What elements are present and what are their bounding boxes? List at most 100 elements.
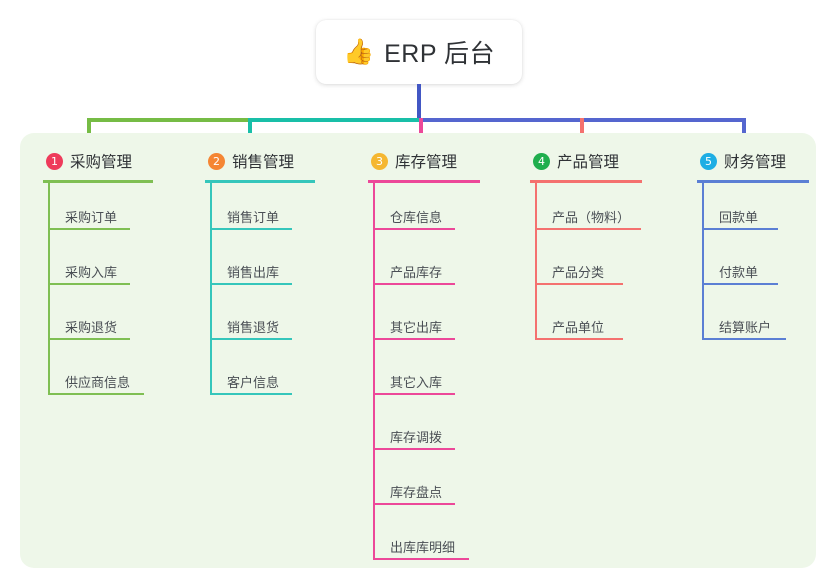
list-item-underline [373, 338, 455, 340]
list-item[interactable]: 供应商信息 [43, 348, 153, 403]
branch-item-list-purchase: 采购订单采购入库采购退货供应商信息 [43, 183, 153, 403]
list-item[interactable]: 客户信息 [205, 348, 315, 403]
list-item[interactable]: 产品库存 [368, 238, 480, 293]
list-item-label: 出库库明细 [390, 540, 456, 555]
list-item-underline [210, 338, 292, 340]
list-item-label: 销售订单 [227, 210, 280, 225]
list-item-label: 仓库信息 [390, 210, 443, 225]
list-item-label: 产品单位 [552, 320, 605, 335]
list-item[interactable]: 回款单 [697, 183, 809, 238]
drop-line-1 [87, 118, 91, 146]
list-item-label: 供应商信息 [65, 375, 131, 390]
list-item[interactable]: 采购入库 [43, 238, 153, 293]
branches-panel [20, 133, 816, 568]
list-item[interactable]: 库存盘点 [368, 458, 480, 513]
branch-title-finance: 财务管理 [724, 154, 787, 171]
branch-header-finance[interactable]: 5 财务管理 [697, 146, 809, 176]
list-item[interactable]: 仓库信息 [368, 183, 480, 238]
list-item-label: 其它出库 [390, 320, 443, 335]
list-item[interactable]: 库存调拨 [368, 403, 480, 458]
list-item-label: 采购订单 [65, 210, 118, 225]
list-item-label: 产品（物料） [552, 210, 631, 225]
drop-line-2 [248, 118, 252, 146]
list-item-label: 客户信息 [227, 375, 280, 390]
list-item-underline [373, 448, 455, 450]
branch-number-badge-purchase: 1 [46, 152, 63, 170]
branch-column-finance: 5 财务管理回款单付款单结算账户 [697, 146, 809, 348]
list-item-label: 回款单 [719, 210, 759, 225]
branch-spine-purchase [48, 183, 50, 395]
branch-number-badge-finance: 5 [700, 152, 717, 170]
list-item-label: 采购入库 [65, 265, 118, 280]
root-node-label: ERP 后台 [384, 40, 496, 68]
list-item-underline [373, 558, 469, 560]
branch-spine-finance [702, 183, 704, 340]
list-item[interactable]: 产品分类 [530, 238, 642, 293]
root-trunk-connector [417, 84, 421, 118]
branch-title-sales: 销售管理 [232, 154, 295, 171]
list-item-underline [48, 228, 130, 230]
list-item-underline [702, 338, 786, 340]
branch-column-inventory: 3 库存管理仓库信息产品库存其它出库其它入库库存调拨库存盘点出库库明细 [368, 146, 480, 568]
branch-column-product: 4 产品管理产品（物料） 产品分类产品单位 [530, 146, 642, 348]
list-item[interactable]: 其它出库 [368, 293, 480, 348]
list-item-underline [210, 228, 292, 230]
list-item[interactable]: 出库库明细 [368, 513, 480, 568]
list-item-underline [373, 393, 455, 395]
branch-underline-finance [697, 180, 809, 183]
branch-column-purchase: 1 采购管理采购订单采购入库采购退货供应商信息 [43, 146, 153, 403]
list-item-underline [48, 338, 130, 340]
list-item[interactable]: 销售出库 [205, 238, 315, 293]
list-item-underline [702, 228, 778, 230]
branch-item-list-inventory: 仓库信息产品库存其它出库其它入库库存调拨库存盘点出库库明细 [368, 183, 480, 568]
bus-segment-teal [248, 118, 421, 122]
drop-line-5 [742, 118, 746, 146]
branch-underline-purchase [43, 180, 153, 183]
list-item[interactable]: 结算账户 [697, 293, 809, 348]
list-item-underline [48, 393, 144, 395]
branch-underline-inventory [368, 180, 480, 183]
drop-line-4 [580, 118, 584, 146]
list-item[interactable]: 产品（物料） [530, 183, 642, 238]
list-item[interactable]: 销售退货 [205, 293, 315, 348]
branch-title-inventory: 库存管理 [395, 154, 458, 171]
list-item-label: 销售退货 [227, 320, 280, 335]
list-item-underline [210, 283, 292, 285]
list-item[interactable]: 采购订单 [43, 183, 153, 238]
list-item-underline [373, 283, 455, 285]
list-item-label: 结算账户 [719, 320, 772, 335]
branch-header-purchase[interactable]: 1 采购管理 [43, 146, 153, 176]
branch-item-list-product: 产品（物料） 产品分类产品单位 [530, 183, 642, 348]
branch-number-badge-inventory: 3 [371, 152, 388, 170]
branch-number-badge-sales: 2 [208, 152, 225, 170]
list-item[interactable]: 付款单 [697, 238, 809, 293]
root-node-erp-backend[interactable]: 👍 ERP 后台 [316, 20, 522, 84]
list-item[interactable]: 采购退货 [43, 293, 153, 348]
branch-spine-product [535, 183, 537, 340]
list-item[interactable]: 其它入库 [368, 348, 480, 403]
branch-number-badge-product: 4 [533, 152, 550, 170]
list-item[interactable]: 产品单位 [530, 293, 642, 348]
list-item-underline [373, 228, 455, 230]
list-item-underline [535, 283, 623, 285]
list-item-underline [702, 283, 778, 285]
branch-header-inventory[interactable]: 3 库存管理 [368, 146, 480, 176]
branch-underline-sales [205, 180, 315, 183]
branch-item-list-finance: 回款单付款单结算账户 [697, 183, 809, 348]
branch-column-sales: 2 销售管理销售订单销售出库销售退货客户信息 [205, 146, 315, 403]
branch-spine-sales [210, 183, 212, 395]
branch-title-purchase: 采购管理 [70, 154, 133, 171]
list-item-label: 采购退货 [65, 320, 118, 335]
branch-spine-inventory [373, 183, 375, 560]
list-item[interactable]: 销售订单 [205, 183, 315, 238]
branch-header-product[interactable]: 4 产品管理 [530, 146, 642, 176]
bus-segment-green [87, 118, 250, 122]
list-item-underline [373, 503, 455, 505]
list-item-label: 产品库存 [390, 265, 443, 280]
branch-title-product: 产品管理 [557, 154, 620, 171]
drop-line-3 [419, 118, 423, 146]
list-item-underline [535, 228, 641, 230]
branch-header-sales[interactable]: 2 销售管理 [205, 146, 315, 176]
branch-underline-product [530, 180, 642, 183]
